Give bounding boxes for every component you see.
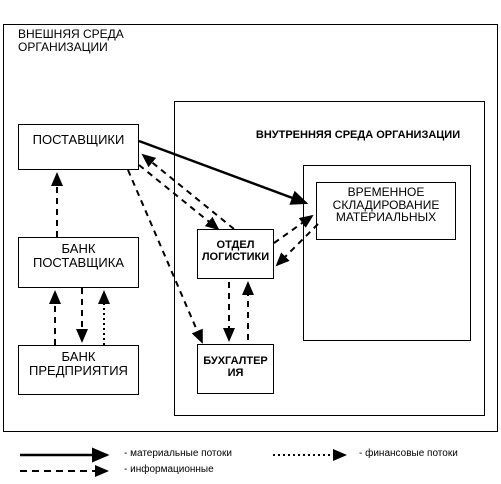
- outer-environment-title: ВНЕШНЯЯ СРЕДА ОРГАНИЗАЦИИ: [18, 27, 124, 54]
- legend-informational-label: - информационные: [124, 464, 214, 475]
- info-arrow-storage-to-logistics: [275, 223, 319, 267]
- inner-environment-frame: [174, 101, 485, 416]
- logistics-label: ОТДЕЛ ЛОГИСТИКИ: [201, 239, 270, 263]
- storage-outer-frame: [303, 165, 471, 341]
- enterprise-bank-label: БАНК ПРЕДПРИЯТИЯ: [29, 349, 128, 378]
- accounting-box: [197, 344, 274, 394]
- accounting-label: БУХГАЛТЕР ИЯ: [203, 355, 268, 379]
- supplier-bank-box: [18, 237, 139, 288]
- outer-environment-frame: [3, 24, 498, 432]
- info-arrow-suppliers-to-accounting: [127, 169, 203, 344]
- suppliers-box: [18, 124, 139, 170]
- inner-environment-title: ВНУТРЕННЯЯ СРЕДА ОРГАНИЗАЦИИ: [255, 129, 461, 141]
- material-flow-arrow: [138, 139, 309, 205]
- legend-material-label: - материальные потоки: [124, 448, 232, 459]
- storage-box: [316, 182, 456, 240]
- enterprise-bank-box: [18, 345, 139, 395]
- legend-financial-label: - финансовые потоки: [359, 448, 458, 459]
- supplier-bank-label: БАНК ПОСТАВЩИКА: [32, 241, 125, 270]
- logistics-box: [197, 229, 274, 279]
- info-arrow-suppliers-to-logistics: [138, 164, 220, 231]
- info-arrow-logistics-to-storage: [273, 214, 314, 244]
- storage-label: ВРЕМЕННОЕ СКЛАДИРОВАНИЕ МАТЕРИАЛЬНЫХ: [332, 185, 440, 225]
- suppliers-label: ПОСТАВЩИКИ: [32, 132, 125, 147]
- info-arrow-logistics-to-suppliers: [141, 153, 235, 230]
